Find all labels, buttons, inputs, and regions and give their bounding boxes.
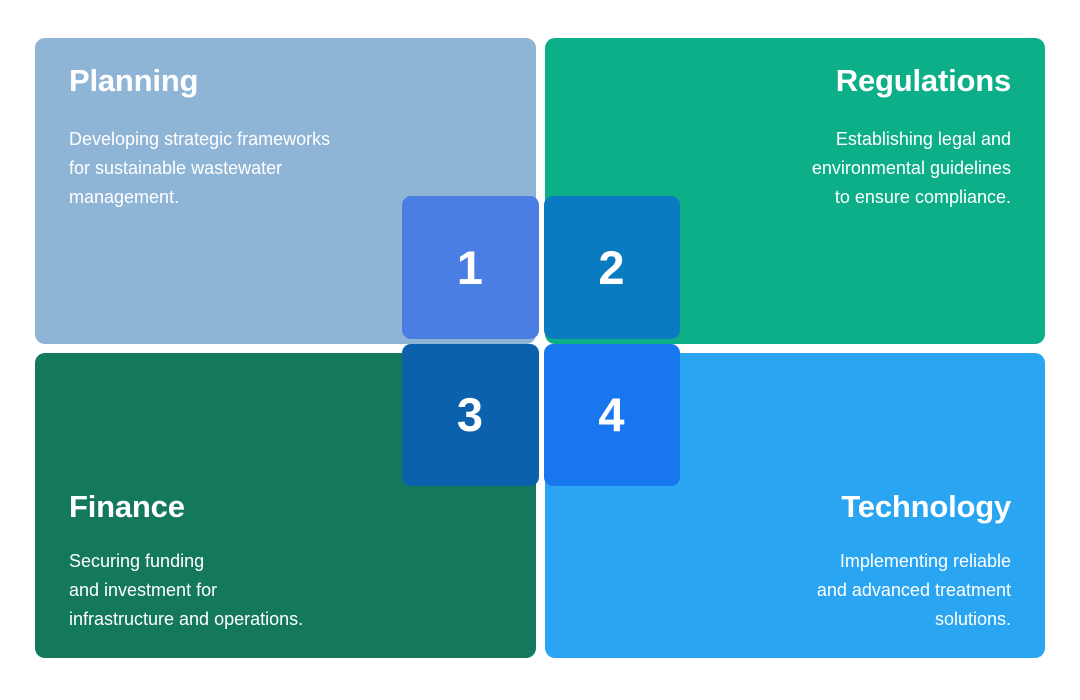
quadrant-grid: Planning Developing strategic frameworks… (35, 38, 1045, 658)
quadrant-title-regulations: Regulations (835, 63, 1011, 98)
badge-3[interactable]: 3 (402, 343, 539, 486)
badge-1-number: 1 (456, 240, 484, 294)
quadrant-body-regulations: Establishing legal and environmental gui… (811, 129, 1011, 208)
badge-1[interactable]: 1 (402, 196, 539, 339)
badge-4-number: 4 (598, 388, 626, 442)
badge-2[interactable]: 2 (543, 196, 680, 339)
quadrant-body-technology: Implementing reliable and advanced treat… (816, 550, 1011, 629)
badge-cluster: 1 2 3 4 (402, 196, 680, 486)
badge-2-number: 2 (598, 240, 626, 294)
quadrant-title-technology: Technology (841, 489, 1011, 525)
quadrant-card-planning[interactable]: Planning Developing strategic frameworks… (35, 38, 536, 344)
quadrant-card-regulations[interactable]: Regulations Establishing legal and envir… (544, 38, 1045, 344)
quadrant-body-finance: Securing funding and investment for infr… (69, 550, 304, 629)
badge-4[interactable]: 4 (543, 343, 680, 486)
quadrant-body-planning: Developing strategic frameworks for sust… (69, 129, 331, 208)
quadrant-title-finance: Finance (69, 489, 185, 525)
badge-3-number: 3 (456, 388, 484, 442)
quadrant-title-planning: Planning (69, 63, 199, 98)
